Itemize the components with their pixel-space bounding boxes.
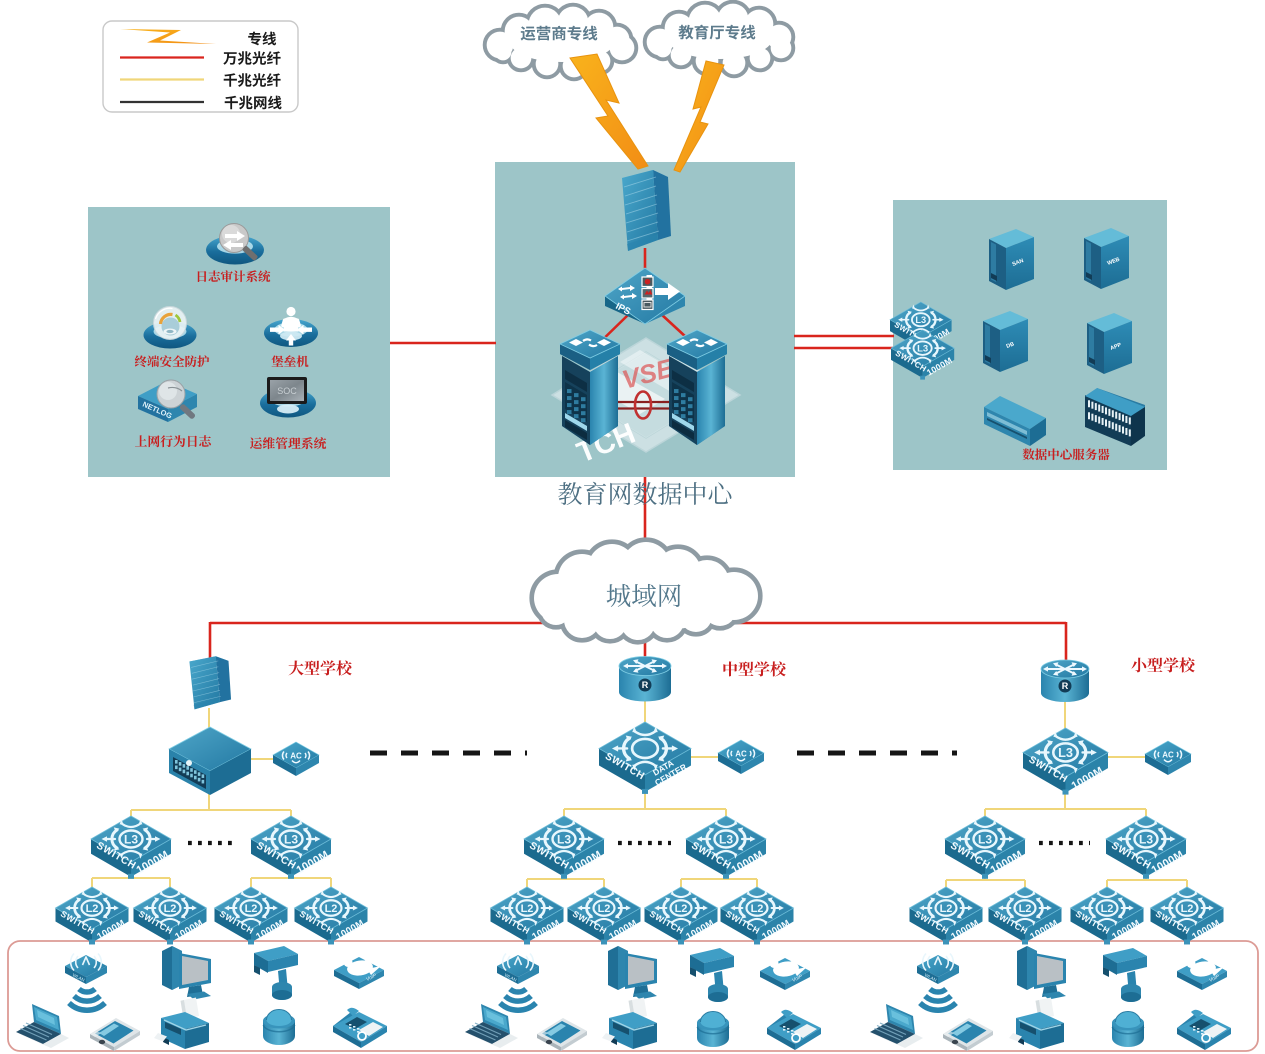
svg-text:DB: DB xyxy=(1006,341,1016,349)
svg-text:AC: AC xyxy=(1162,751,1174,760)
svg-text:SOC: SOC xyxy=(277,386,297,396)
svg-text:WEB: WEB xyxy=(1107,257,1121,267)
svg-text:AC: AC xyxy=(735,750,747,759)
svg-text:R: R xyxy=(1062,681,1069,691)
svg-text:R: R xyxy=(642,680,649,690)
svg-text:AC: AC xyxy=(290,752,302,761)
svg-text:APP: APP xyxy=(1110,342,1123,352)
svg-text:SAN: SAN xyxy=(1012,258,1025,268)
